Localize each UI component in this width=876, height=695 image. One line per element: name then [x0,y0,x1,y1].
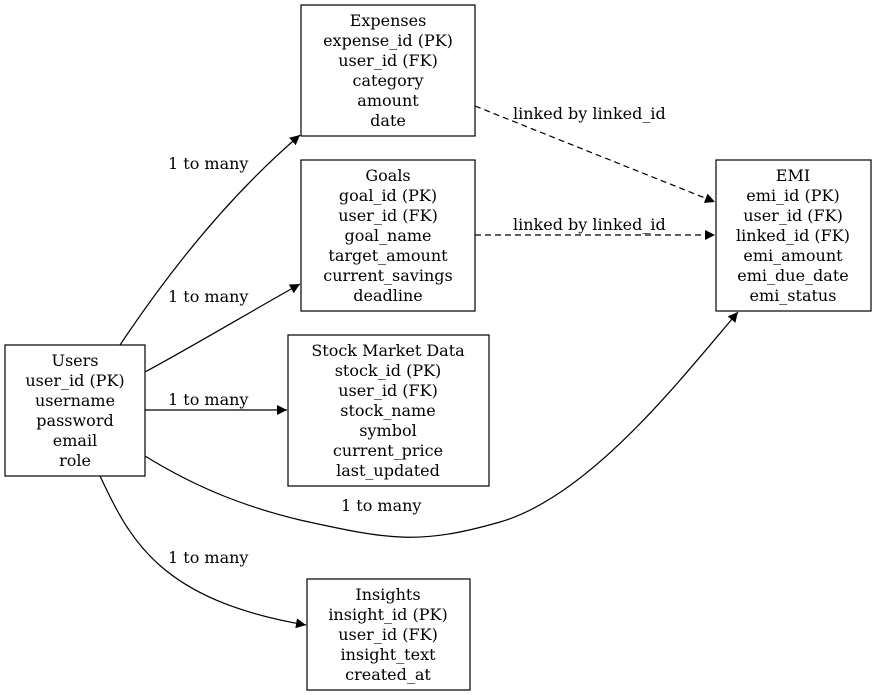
entity-expenses: Expenses expense_id (PK) user_id (FK) ca… [300,4,476,137]
entity-users: Users user_id (PK) username password ema… [4,344,146,477]
edge-expenses-emi [474,105,716,203]
edge-label-users-insights: 1 to many [168,548,248,567]
entity-field: user_id (FK) [338,51,438,70]
entity-field: user_id (PK) [25,371,124,390]
entity-title: Stock Market Data [311,341,465,360]
entity-field: goal_name [344,226,431,245]
entity-field: user_id (FK) [338,625,438,644]
entity-field: insight_id (PK) [328,605,447,624]
entity-title: Goals [365,166,410,185]
entity-field: current_price [333,441,443,460]
edge-label-goals-emi: linked by linked_id [513,215,666,234]
entity-insights: Insights insight_id (PK) user_id (FK) in… [306,578,471,691]
entity-field: emi_status [750,286,837,305]
entity-field: target_amount [328,246,448,265]
entity-field: goal_id (PK) [339,186,437,205]
entity-field: category [353,71,424,90]
edge-label-expenses-emi: linked by linked_id [513,104,666,123]
entity-field: emi_due_date [737,266,848,285]
entity-field: symbol [359,421,416,440]
entity-field: amount [357,91,419,110]
entity-field: date [370,111,406,130]
edge-users-insights [99,475,307,629]
entity-title: Insights [355,585,420,604]
entity-field: role [59,451,91,470]
entity-emi: EMI emi_id (PK) user_id (FK) linked_id (… [715,159,872,312]
entity-field: last_updated [336,461,440,480]
entity-field: deadline [353,286,423,305]
edge-users-expenses [119,134,301,346]
edge-label-users-goals: 1 to many [168,287,248,306]
entity-field: username [35,391,115,410]
edge-users-goals [144,283,301,373]
entity-title: Expenses [350,11,427,30]
edge-users-emi [144,311,739,538]
entity-field: password [36,411,113,430]
entity-field: stock_id (PK) [335,361,442,380]
edge-label-users-expenses: 1 to many [168,154,248,173]
entity-field: user_id (FK) [338,206,438,225]
entity-field: email [53,431,97,450]
entity-field: expense_id (PK) [323,31,453,50]
entity-title: EMI [776,166,810,185]
entity-field: current_savings [323,266,452,285]
entity-field: created_at [345,665,431,684]
edge-label-users-emi: 1 to many [341,496,421,515]
entity-stock-market-data: Stock Market Data stock_id (PK) user_id … [287,334,490,487]
entity-field: linked_id (FK) [736,226,850,245]
entity-field: user_id (FK) [338,381,438,400]
entity-field: emi_amount [743,246,843,265]
entity-field: user_id (FK) [743,206,843,225]
entity-title: Users [51,351,98,370]
entity-goals: Goals goal_id (PK) user_id (FK) goal_nam… [300,159,476,312]
edge-label-users-stock: 1 to many [168,390,248,409]
entity-field: stock_name [340,401,435,420]
entity-field: insight_text [340,645,436,664]
entity-field: emi_id (PK) [746,186,839,205]
